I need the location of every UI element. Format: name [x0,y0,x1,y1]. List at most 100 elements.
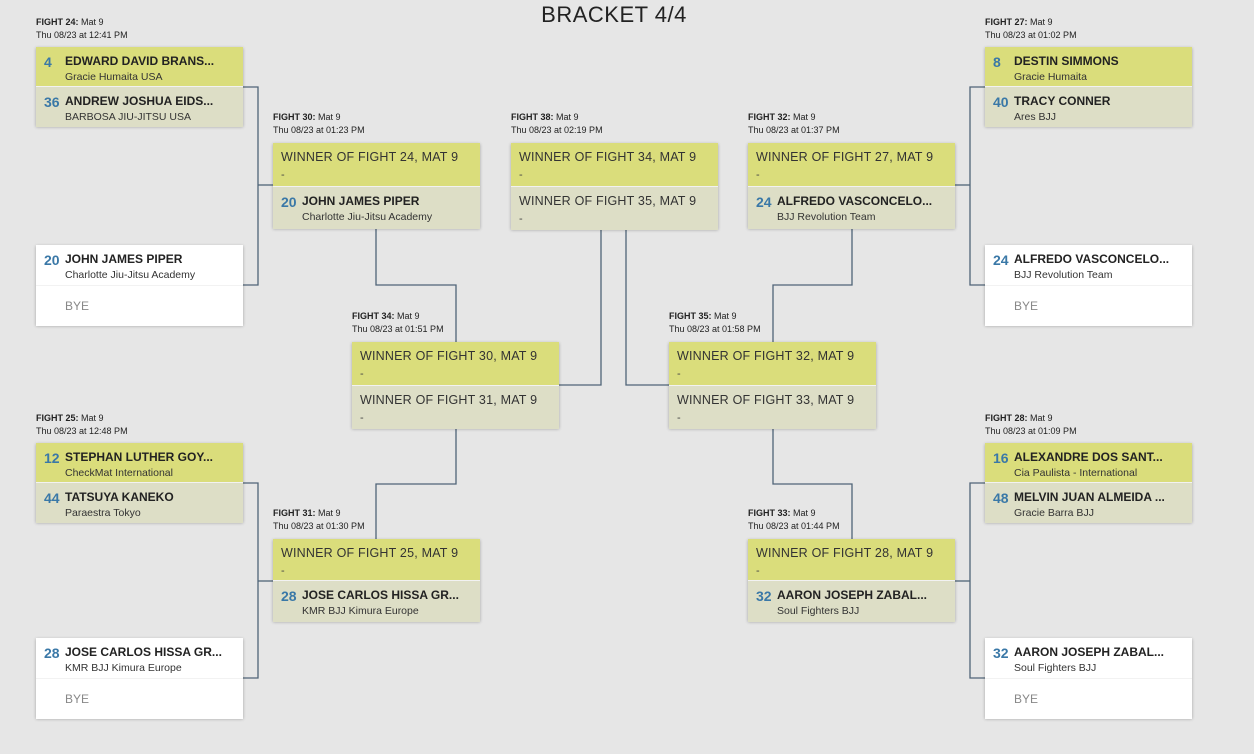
competitor-slot[interactable]: 8 DESTIN SIMMONS Gracie Humaita [985,47,1192,86]
fight-mat: Mat 9 [1027,17,1053,27]
fight-30-card[interactable]: WINNER OF FIGHT 24, MAT 9 - 20 JOHN JAME… [273,143,480,229]
winner-slot[interactable]: WINNER OF FIGHT 30, MAT 9 - [352,342,559,385]
seed-number: 16 [993,450,1009,466]
bye-card-32[interactable]: 32 AARON JOSEPH ZABAL... Soul Fighters B… [985,638,1192,719]
winner-slot[interactable]: WINNER OF FIGHT 25, MAT 9 - [273,539,480,580]
competitor-name: JOSE CARLOS HISSA GR... [302,588,459,602]
fight-label: FIGHT 38: [511,112,554,122]
team-name: BJJ Revolution Team [1014,269,1113,281]
competitor-name: EDWARD DAVID BRANS... [65,54,215,68]
competitor-slot[interactable]: 16 ALEXANDRE DOS SANT... Cia Paulista - … [985,443,1192,482]
competitor-slot[interactable]: 32 AARON JOSEPH ZABAL... Soul Fighters B… [748,580,955,622]
bye-label: BYE [1014,299,1039,313]
winner-placeholder: WINNER OF FIGHT 34, MAT 9 [519,150,697,164]
fight-mat: Mat 9 [78,413,104,423]
fight-mat: Mat 9 [1027,413,1053,423]
placeholder-team: - [519,169,523,181]
fight-mat: Mat 9 [553,112,579,122]
team-name: Charlotte Jiu-Jitsu Academy [302,211,433,223]
winner-slot[interactable]: WINNER OF FIGHT 27, MAT 9 - [748,143,955,186]
fight-time: Thu 08/23 at 01:44 PM [748,520,840,531]
winner-slot[interactable]: WINNER OF FIGHT 28, MAT 9 - [748,539,955,580]
fight-33-card[interactable]: WINNER OF FIGHT 28, MAT 9 - 32 AARON JOS… [748,539,955,622]
competitor-slot[interactable]: 4 EDWARD DAVID BRANS... Gracie Humaita U… [36,47,243,86]
fight-time: Thu 08/23 at 01:37 PM [748,124,840,135]
winner-placeholder: WINNER OF FIGHT 25, MAT 9 [281,546,459,560]
bye-slot: BYE [36,285,243,326]
seed-number: 44 [44,490,60,506]
winner-slot[interactable]: WINNER OF FIGHT 33, MAT 9 - [669,385,876,429]
team-name: Charlotte Jiu-Jitsu Academy [65,269,196,281]
fight-27-card[interactable]: 8 DESTIN SIMMONS Gracie Humaita 40 TRACY… [985,47,1192,127]
competitor-name: ALFREDO VASCONCELO... [1014,252,1170,266]
competitor-slot[interactable]: 48 MELVIN JUAN ALMEIDA ... Gracie Barra … [985,482,1192,523]
winner-placeholder: WINNER OF FIGHT 31, MAT 9 [360,393,538,407]
team-name: BARBOSA JIU-JITSU USA [65,111,192,123]
competitor-slot[interactable]: 44 TATSUYA KANEKO Paraestra Tokyo [36,482,243,523]
bye-card-20[interactable]: 20 JOHN JAMES PIPER Charlotte Jiu-Jitsu … [36,245,243,326]
fight-time: Thu 08/23 at 02:19 PM [511,124,603,135]
fight-31-card[interactable]: WINNER OF FIGHT 25, MAT 9 - 28 JOSE CARL… [273,539,480,622]
competitor-name: STEPHAN LUTHER GOY... [65,450,214,464]
fight-25-card[interactable]: 12 STEPHAN LUTHER GOY... CheckMat Intern… [36,443,243,523]
placeholder-team: - [281,565,285,577]
competitor-name: ALEXANDRE DOS SANT... [1014,450,1163,464]
winner-slot[interactable]: WINNER OF FIGHT 31, MAT 9 - [352,385,559,429]
competitor-slot[interactable]: 24 ALFREDO VASCONCELO... BJJ Revolution … [748,186,955,229]
winner-slot[interactable]: WINNER OF FIGHT 34, MAT 9 - [511,143,718,186]
competitor-slot[interactable]: 36 ANDREW JOSHUA EIDS... BARBOSA JIU-JIT… [36,86,243,127]
fight-24-card[interactable]: 4 EDWARD DAVID BRANS... Gracie Humaita U… [36,47,243,127]
fight-34-header: FIGHT 34: Mat 9 Thu 08/23 at 01:51 PM [352,310,444,335]
seed-number: 24 [993,252,1009,268]
bye-card-24[interactable]: 24 ALFREDO VASCONCELO... BJJ Revolution … [985,245,1192,326]
competitor-slot[interactable]: 24 ALFREDO VASCONCELO... BJJ Revolution … [985,245,1192,285]
team-name: Ares BJJ [1014,111,1057,123]
competitor-slot[interactable]: 20 JOHN JAMES PIPER Charlotte Jiu-Jitsu … [36,245,243,285]
competitor-slot[interactable]: 32 AARON JOSEPH ZABAL... Soul Fighters B… [985,638,1192,678]
bye-slot: BYE [985,285,1192,326]
competitor-name: JOHN JAMES PIPER [302,194,420,208]
team-name: Paraestra Tokyo [65,507,141,519]
fight-32-card[interactable]: WINNER OF FIGHT 27, MAT 9 - 24 ALFREDO V… [748,143,955,229]
winner-placeholder: WINNER OF FIGHT 30, MAT 9 [360,349,538,363]
fight-34-card[interactable]: WINNER OF FIGHT 30, MAT 9 - WINNER OF FI… [352,342,559,429]
team-name: Cia Paulista - International [1014,467,1138,479]
competitor-name: JOHN JAMES PIPER [65,252,183,266]
winner-slot[interactable]: WINNER OF FIGHT 35, MAT 9 - [511,186,718,230]
seed-number: 4 [44,54,52,70]
team-name: KMR BJJ Kimura Europe [65,662,182,674]
bye-slot: BYE [985,678,1192,719]
seed-number: 28 [281,588,297,604]
competitor-slot[interactable]: 28 JOSE CARLOS HISSA GR... KMR BJJ Kimur… [36,638,243,678]
seed-number: 32 [993,645,1009,661]
seed-number: 20 [281,194,297,210]
winner-placeholder: WINNER OF FIGHT 35, MAT 9 [519,194,697,208]
fight-32-header: FIGHT 32: Mat 9 Thu 08/23 at 01:37 PM [748,111,840,136]
placeholder-team: - [360,368,364,380]
competitor-slot[interactable]: 28 JOSE CARLOS HISSA GR... KMR BJJ Kimur… [273,580,480,622]
fight-35-card[interactable]: WINNER OF FIGHT 32, MAT 9 - WINNER OF FI… [669,342,876,429]
competitor-name: AARON JOSEPH ZABAL... [1014,645,1165,659]
fight-28-card[interactable]: 16 ALEXANDRE DOS SANT... Cia Paulista - … [985,443,1192,523]
competitor-slot[interactable]: 40 TRACY CONNER Ares BJJ [985,86,1192,127]
fight-24-header: FIGHT 24: Mat 9 Thu 08/23 at 12:41 PM [36,16,128,41]
team-name: Gracie Barra BJJ [1014,507,1094,519]
fight-time: Thu 08/23 at 01:23 PM [273,124,365,135]
seed-number: 12 [44,450,60,466]
fight-25-header: FIGHT 25: Mat 9 Thu 08/23 at 12:48 PM [36,412,128,437]
competitor-slot[interactable]: 12 STEPHAN LUTHER GOY... CheckMat Intern… [36,443,243,482]
fight-38-card[interactable]: WINNER OF FIGHT 34, MAT 9 - WINNER OF FI… [511,143,718,230]
bye-card-28[interactable]: 28 JOSE CARLOS HISSA GR... KMR BJJ Kimur… [36,638,243,719]
winner-slot[interactable]: WINNER OF FIGHT 24, MAT 9 - [273,143,480,186]
fight-33-header: FIGHT 33: Mat 9 Thu 08/23 at 01:44 PM [748,507,840,532]
seed-number: 36 [44,94,60,110]
placeholder-team: - [281,169,285,181]
winner-placeholder: WINNER OF FIGHT 32, MAT 9 [677,349,855,363]
winner-placeholder: WINNER OF FIGHT 33, MAT 9 [677,393,855,407]
fight-time: Thu 08/23 at 01:02 PM [985,29,1077,40]
competitor-slot[interactable]: 20 JOHN JAMES PIPER Charlotte Jiu-Jitsu … [273,186,480,229]
fight-time: Thu 08/23 at 01:09 PM [985,425,1077,436]
bye-slot: BYE [36,678,243,719]
winner-slot[interactable]: WINNER OF FIGHT 32, MAT 9 - [669,342,876,385]
